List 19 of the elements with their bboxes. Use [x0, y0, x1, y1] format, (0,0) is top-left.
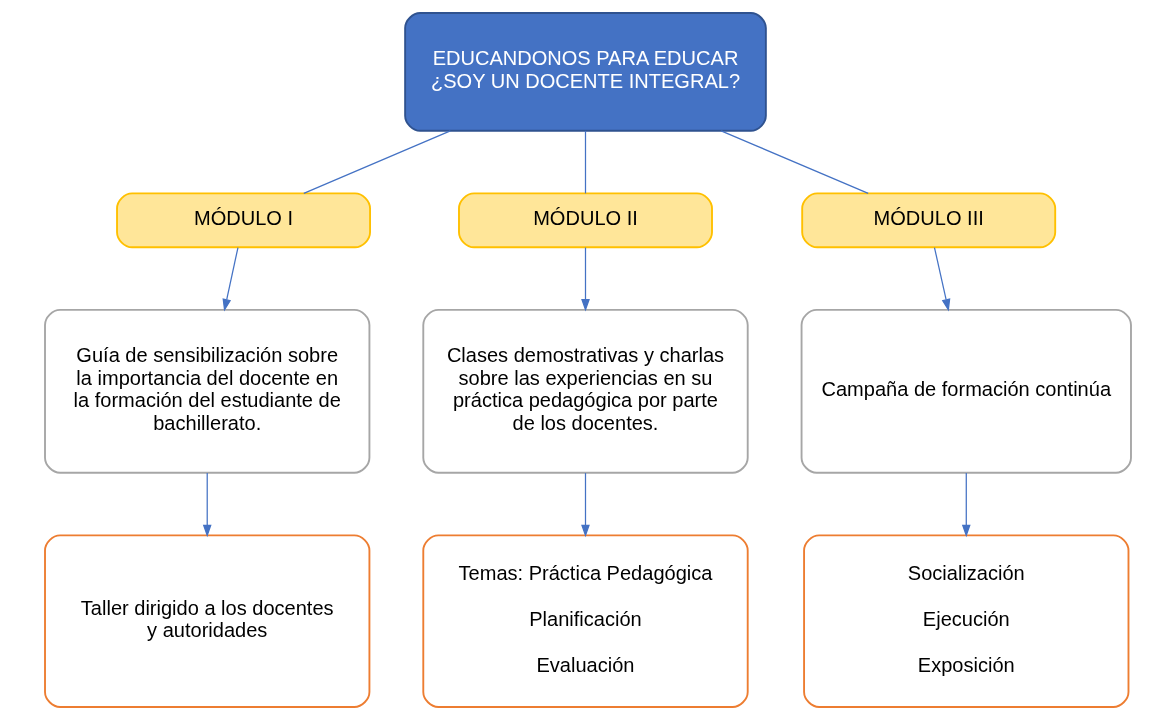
connector [584, 130, 586, 194]
connector [720, 130, 869, 194]
node-box: Temas: Práctica Pedagógica Planificación Evaluación [421, 534, 749, 708]
node-box: MÓDULO I [115, 192, 371, 249]
node-box: Clases demostrativas y charlas sobre las experiencias en su práctica pedagógica por parte de los docentes. [421, 308, 749, 474]
arrow [580, 246, 590, 312]
node-box: Campaña de formación continúa [800, 308, 1132, 474]
arrow [222, 246, 239, 312]
node-box: EDUCANDONOS PARA EDUCAR ¿SOY UN DOCENTE INTEGRAL? [403, 12, 767, 132]
connector [302, 130, 451, 194]
node-box: Taller dirigido a los docentes y autoridades [43, 534, 370, 708]
node-box: MÓDULO II [457, 192, 713, 249]
node-box: Socialización Ejecución Exposición [802, 534, 1129, 708]
node-box: Guía de sensibilización sobre la importancia del docente en la formación del estudiante de bachillerato. [43, 308, 370, 474]
arrow [580, 472, 590, 538]
arrow [202, 472, 212, 538]
arrow [961, 472, 971, 538]
arrow [933, 246, 950, 312]
node-box: MÓDULO III [800, 192, 1056, 249]
